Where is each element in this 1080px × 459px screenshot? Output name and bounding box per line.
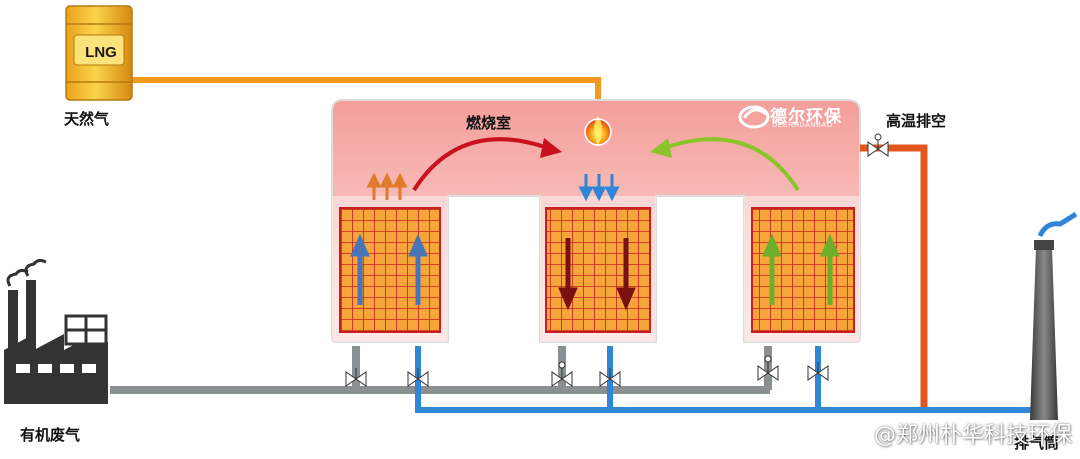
watermark-text: @郑州朴华科技环保 bbox=[873, 423, 1072, 448]
descending-air-arrows bbox=[578, 174, 620, 202]
outlet-valve-right-icon bbox=[807, 362, 829, 381]
high-temp-exhaust-label: 高温排空 bbox=[886, 112, 947, 130]
factory-icon bbox=[4, 258, 108, 404]
regenerator-bed-right bbox=[751, 207, 855, 333]
chimney-icon bbox=[1030, 211, 1078, 420]
chimney-label: 排气筒 bbox=[1014, 434, 1060, 452]
clean-gas-outlet-pipes bbox=[415, 346, 1040, 413]
outlet-valve-middle-icon bbox=[599, 368, 621, 387]
lng-barrel bbox=[65, 5, 133, 101]
brand-logo-icon bbox=[738, 105, 770, 129]
rising-heat-arrows bbox=[366, 172, 408, 200]
outlet-valve-left-icon bbox=[407, 368, 429, 387]
burner-flame-icon bbox=[584, 116, 612, 146]
brand-name: 德尔环保 bbox=[770, 107, 842, 127]
bed-middle-down-arrows bbox=[558, 238, 636, 311]
inlet-valve-left-icon bbox=[345, 368, 367, 387]
inlet-valve-right-icon bbox=[757, 355, 779, 381]
green-flow-curve-arrow bbox=[650, 137, 800, 192]
high-temp-exhaust-pipe bbox=[860, 144, 928, 408]
combustion-chamber-label: 燃烧室 bbox=[466, 114, 512, 132]
bed-left-up-arrows bbox=[350, 233, 428, 305]
regenerator-bed-middle bbox=[545, 207, 651, 333]
natural-gas-label: 天然气 bbox=[64, 110, 110, 128]
organic-waste-gas-inlet-pipes bbox=[110, 346, 772, 394]
exhaust-valve-icon bbox=[867, 133, 889, 157]
organic-waste-gas-label: 有机废气 bbox=[20, 426, 81, 444]
lng-label: LNG bbox=[85, 44, 117, 61]
bed-right-up-arrows bbox=[762, 233, 840, 305]
regenerator-bed-left bbox=[339, 207, 441, 333]
brand-pinyin: DEERHUANBAO bbox=[772, 122, 833, 129]
inlet-valve-middle-icon bbox=[551, 361, 573, 387]
red-flow-curve-arrow bbox=[412, 137, 562, 192]
